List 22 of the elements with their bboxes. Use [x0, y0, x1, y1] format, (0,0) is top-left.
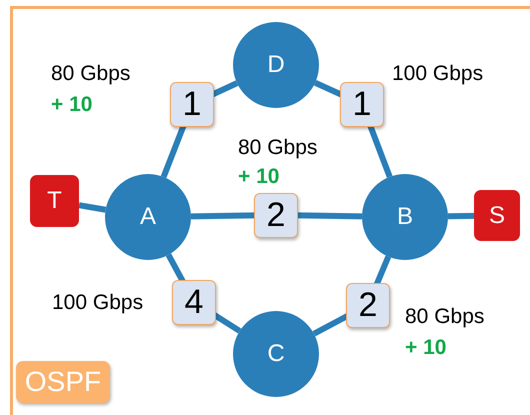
bandwidth-label: 80 Gbps	[51, 63, 130, 84]
router-circle: C	[233, 311, 319, 397]
edge-label: 2	[346, 283, 390, 328]
router-circle: B	[362, 174, 448, 260]
link-line	[78, 202, 106, 213]
edge-label: 1	[340, 82, 384, 127]
bandwidth-increase: + 10	[238, 166, 280, 187]
router-circle: D	[233, 22, 319, 108]
host-box: S	[474, 190, 520, 241]
link-line	[448, 212, 474, 220]
edge-label: 2	[254, 193, 298, 238]
bandwidth-increase: + 10	[405, 337, 446, 358]
edge-label: 4	[172, 280, 216, 325]
bandwidth-label: 80 Gbps	[238, 137, 318, 158]
bandwidth-label: 100 Gbps	[52, 292, 144, 313]
router-circle: A	[105, 174, 191, 260]
host-box: T	[30, 175, 79, 227]
bandwidth-increase: + 10	[51, 94, 92, 115]
bandwidth-label: 80 Gbps	[405, 306, 484, 327]
bandwidth-label: 100 Gbps	[392, 63, 484, 84]
edge-label: 1	[170, 82, 214, 127]
tag-box: OSPF	[16, 361, 110, 403]
